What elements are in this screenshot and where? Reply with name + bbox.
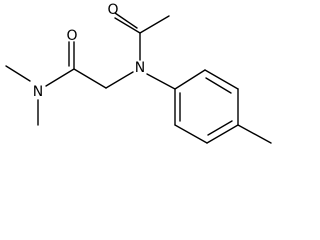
bond-methyl-top-left (5, 65, 31, 82)
bond-n-to-carbonyl-c (45, 68, 75, 87)
atom-label-n-aryl: N (135, 60, 145, 76)
bond-acetyl-double (114, 12, 141, 34)
atom-label-n-amide: N (33, 84, 43, 100)
bond-carbonyl-to-ch2 (73, 68, 107, 89)
atom-label-o-amide: O (66, 28, 77, 44)
bond-n-to-ring (146, 73, 176, 90)
ring-benzene (174, 69, 239, 144)
bond-carbonyl-double (68, 41, 75, 70)
bond-ring-methyl (237, 124, 272, 144)
bond-acetyl-methyl (139, 15, 170, 34)
atom-label-o-acetyl: O (107, 2, 118, 18)
bond-ch2-to-n (105, 71, 134, 89)
molecule-diagram: N O O N (5, 2, 272, 144)
